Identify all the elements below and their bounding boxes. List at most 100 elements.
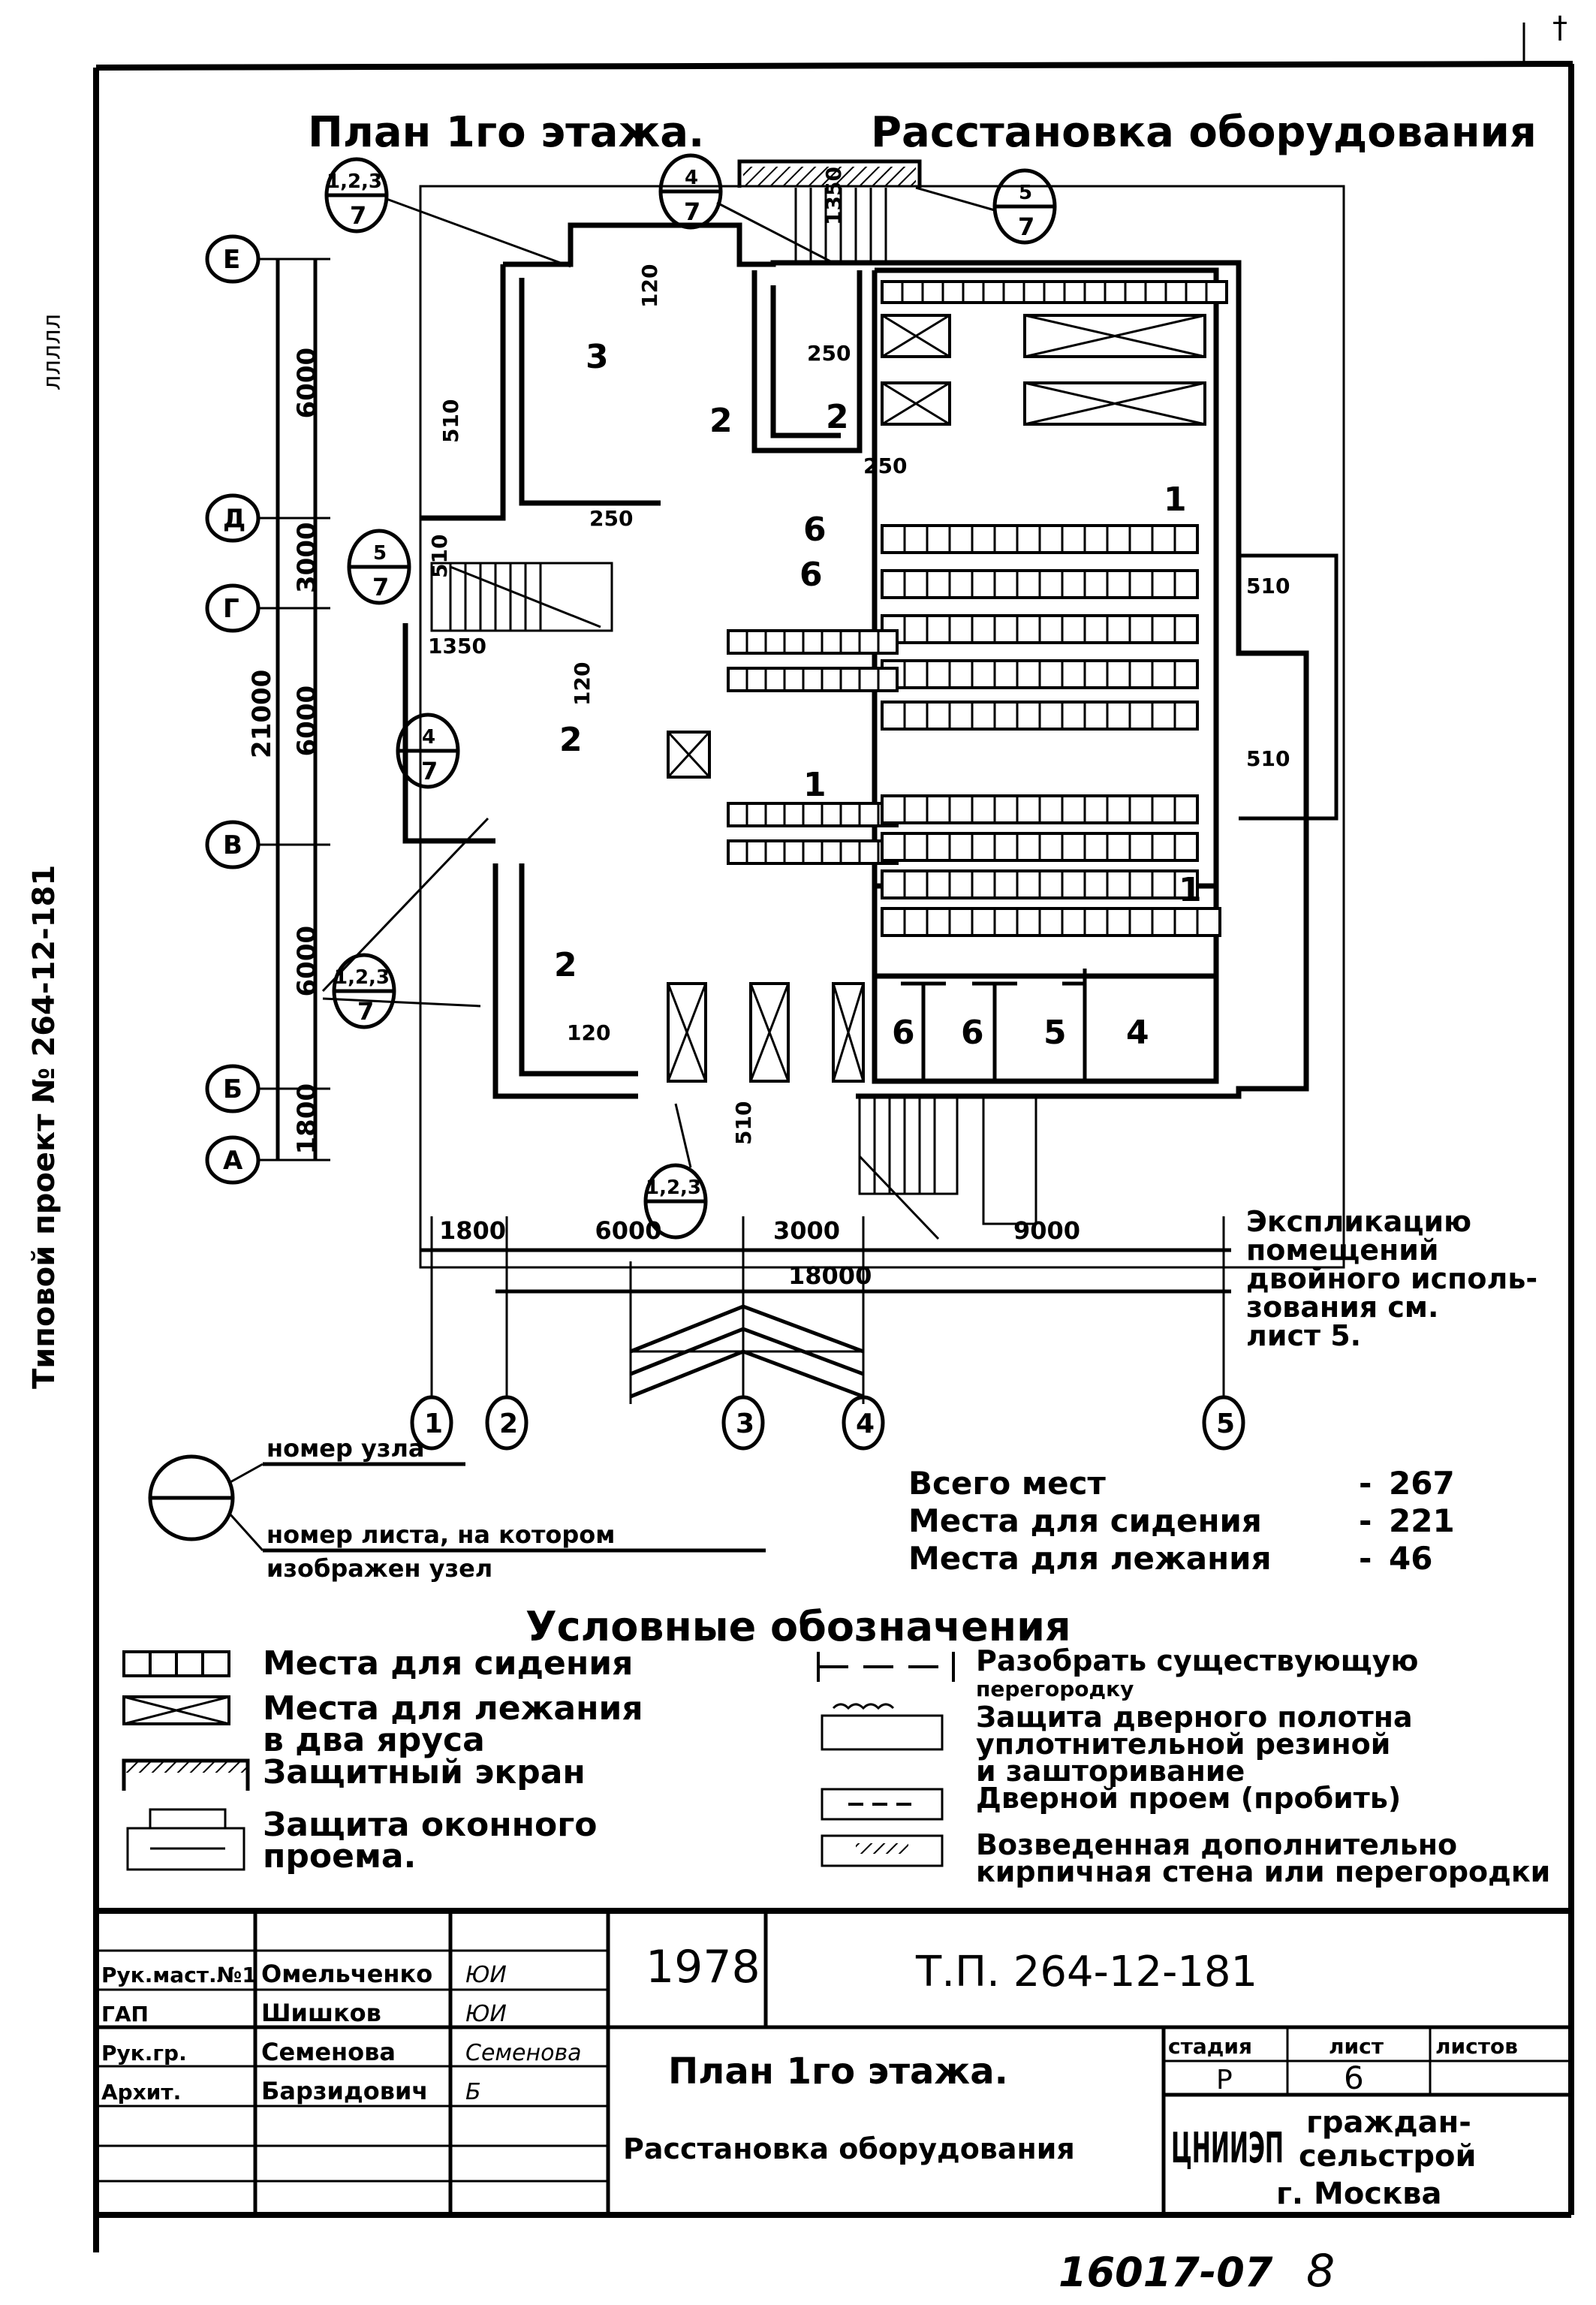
staff-role: Архит. [101, 2080, 181, 2105]
row-axis-label: Д [223, 504, 245, 534]
stage-value: Р [1216, 2065, 1233, 2096]
legend-item: Дверной проем (пробить) [821, 1782, 1401, 1821]
col-axis: 5 [1202, 1216, 1245, 1451]
wall-dimension: 510 [438, 399, 463, 443]
row-axis-label: А [223, 1146, 243, 1176]
col-axis: 2 [485, 1216, 528, 1451]
staff-name: Барзидович [261, 2077, 428, 2105]
total-dash: - [1359, 1502, 1372, 1539]
bunk-bed [749, 982, 790, 1083]
node-legend: номер узла номер листа, на котором изобр… [148, 1434, 766, 1583]
seating-row [881, 869, 1199, 899]
row-axis: Г [205, 583, 330, 633]
wall-dimension: 510 [731, 1101, 756, 1145]
staff-signature: Б [465, 2079, 481, 2105]
svg-text:ллллл: ллллл [38, 314, 66, 390]
row-axis-label: В [223, 830, 242, 860]
col-axis-label: 5 [1216, 1409, 1235, 1439]
room-number: 4 [1126, 1014, 1149, 1052]
room-number: 6 [961, 1014, 984, 1052]
col-axis-label: 2 [499, 1409, 518, 1439]
row-total-dimension: 21000 [247, 670, 277, 758]
room-number: 6 [892, 1014, 915, 1052]
seating-row [881, 659, 1199, 689]
row-dimension: 3000 [292, 522, 322, 593]
node-number-label: номер узла [267, 1434, 424, 1463]
total-value: 46 [1389, 1540, 1432, 1577]
node-reference: 1,2,37 [332, 953, 396, 1029]
window-protection-icon [126, 1808, 245, 1871]
bunk-bed [1023, 381, 1206, 426]
org-logo: ЦНИИЭП [1171, 2124, 1284, 2173]
node-reference: 57 [347, 529, 411, 605]
row-axis: В [205, 820, 330, 869]
room-number: 6 [800, 556, 823, 594]
staff-row: Архит. Барзидович Б [101, 2077, 481, 2105]
node-reference: 1,2,37 [324, 157, 389, 234]
node-reference: 1,2,3 [643, 1163, 708, 1240]
wall-dimension: 120 [637, 264, 662, 308]
org-name-line2: сельстрой [1299, 2139, 1476, 2174]
dismantle-partition-icon [817, 1652, 955, 1682]
row-axis: Е [205, 234, 330, 284]
sheet-number: 6 [1344, 2059, 1364, 2096]
leader-line [915, 186, 995, 212]
door-opening-icon [821, 1788, 944, 1821]
room-number: 1 [803, 766, 827, 804]
seating-row [727, 667, 899, 692]
margin-stamp: Типовой проект № 264-12-181 [27, 865, 62, 1389]
sheet-header: лист [1329, 2034, 1384, 2059]
node-reference: 47 [396, 713, 460, 789]
sheet-number-label-cont: изображен узел [267, 1554, 492, 1583]
legend-label: Защита дверного полотна [976, 1701, 1413, 1734]
node-number: 1,2,3 [646, 1177, 701, 1199]
total-value: 267 [1389, 1465, 1455, 1502]
legend-label: Защита оконного [263, 1806, 598, 1844]
note-line: двойного исполь- [1246, 1262, 1537, 1295]
sheet-title-line2: Расстановка оборудования [623, 2132, 1075, 2165]
row-dimension: 6000 [292, 685, 322, 757]
staff-signature: ЮИ [465, 1962, 507, 1988]
year: 1978 [646, 1941, 760, 1993]
bunk-blocks [667, 314, 1206, 1083]
legend-label: Защитный экран [263, 1753, 586, 1791]
seating-row [881, 524, 1199, 554]
col-dimension: 1800 [439, 1216, 506, 1245]
sheet-title-line1: План 1го этажа. [668, 2050, 1008, 2093]
row-dimension: 6000 [292, 926, 322, 997]
wall-dimensions: 1350120250250510250510135012051051012051… [427, 167, 1290, 1145]
wall-dimension: 510 [1246, 574, 1290, 598]
title-block [96, 1908, 1571, 2218]
row-dimension: 6000 [292, 348, 322, 419]
col-axis-label: 3 [736, 1409, 754, 1439]
sheet-frame: † [93, 11, 1574, 2252]
col-axis-label: 4 [856, 1409, 875, 1439]
col-axis: 3 [721, 1216, 765, 1451]
node-number: 1,2,3 [327, 170, 382, 193]
room-number: 2 [826, 398, 849, 436]
leader-line [321, 817, 489, 993]
row-axis: Д [205, 493, 330, 543]
note-line: Экспликацию [1246, 1205, 1471, 1238]
total-dash: - [1359, 1540, 1372, 1577]
note-line: лист 5. [1246, 1319, 1361, 1352]
total-label: Места для сидения [908, 1502, 1262, 1539]
col-dimension: 6000 [595, 1216, 662, 1245]
archive-number: 16017-07 [1058, 2249, 1273, 2296]
legend-label: Разобрать существующую [976, 1644, 1418, 1677]
staff-role: Рук.гр. [101, 2041, 187, 2065]
seating-row [881, 832, 1199, 862]
page-number: 8 [1306, 2245, 1335, 2297]
col-axis: 1 [410, 1216, 453, 1451]
seating-icon [122, 1650, 230, 1677]
